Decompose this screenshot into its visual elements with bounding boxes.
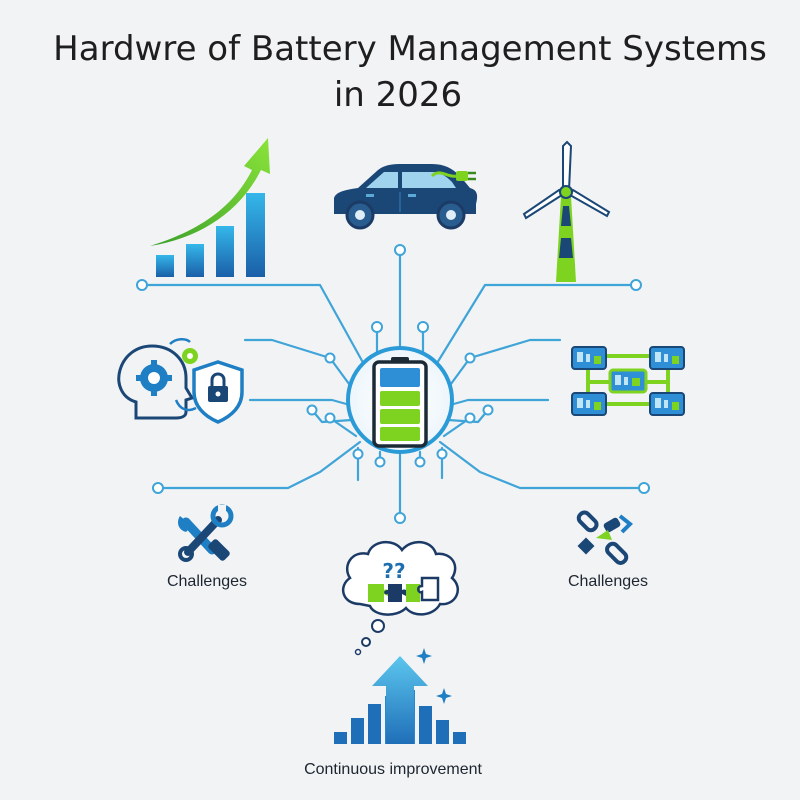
module-bottom-left (571, 392, 607, 416)
thought-question-marks: ?? (382, 559, 405, 583)
module-center (608, 368, 648, 394)
wind-turbine-icon (522, 140, 611, 282)
growth-chart-icon (150, 138, 270, 277)
continuous-improvement-label: Continuous improvement (304, 761, 482, 778)
module-top-right (649, 346, 685, 370)
left-challenges-label: Challenges (167, 573, 247, 590)
right-challenges-label: Challenges (568, 573, 648, 590)
continuous-improvement-icon (334, 648, 466, 744)
connection-nodes (136, 244, 650, 524)
title-line-1: Hardwre of Battery Management Systems (53, 29, 767, 69)
title-line-2: in 2026 (334, 75, 462, 115)
module-top-left (571, 346, 607, 370)
broken-chain-icon (576, 510, 633, 565)
battery-pack-modules-icon (571, 346, 685, 416)
central-battery-icon (346, 346, 454, 454)
ai-security-icon (117, 338, 244, 424)
electric-car-icon (334, 164, 478, 230)
connection-wires (140, 248, 646, 520)
tools-icon (178, 504, 234, 562)
puzzle-thought-icon: ?? (341, 541, 459, 656)
module-bottom-right (649, 392, 685, 416)
